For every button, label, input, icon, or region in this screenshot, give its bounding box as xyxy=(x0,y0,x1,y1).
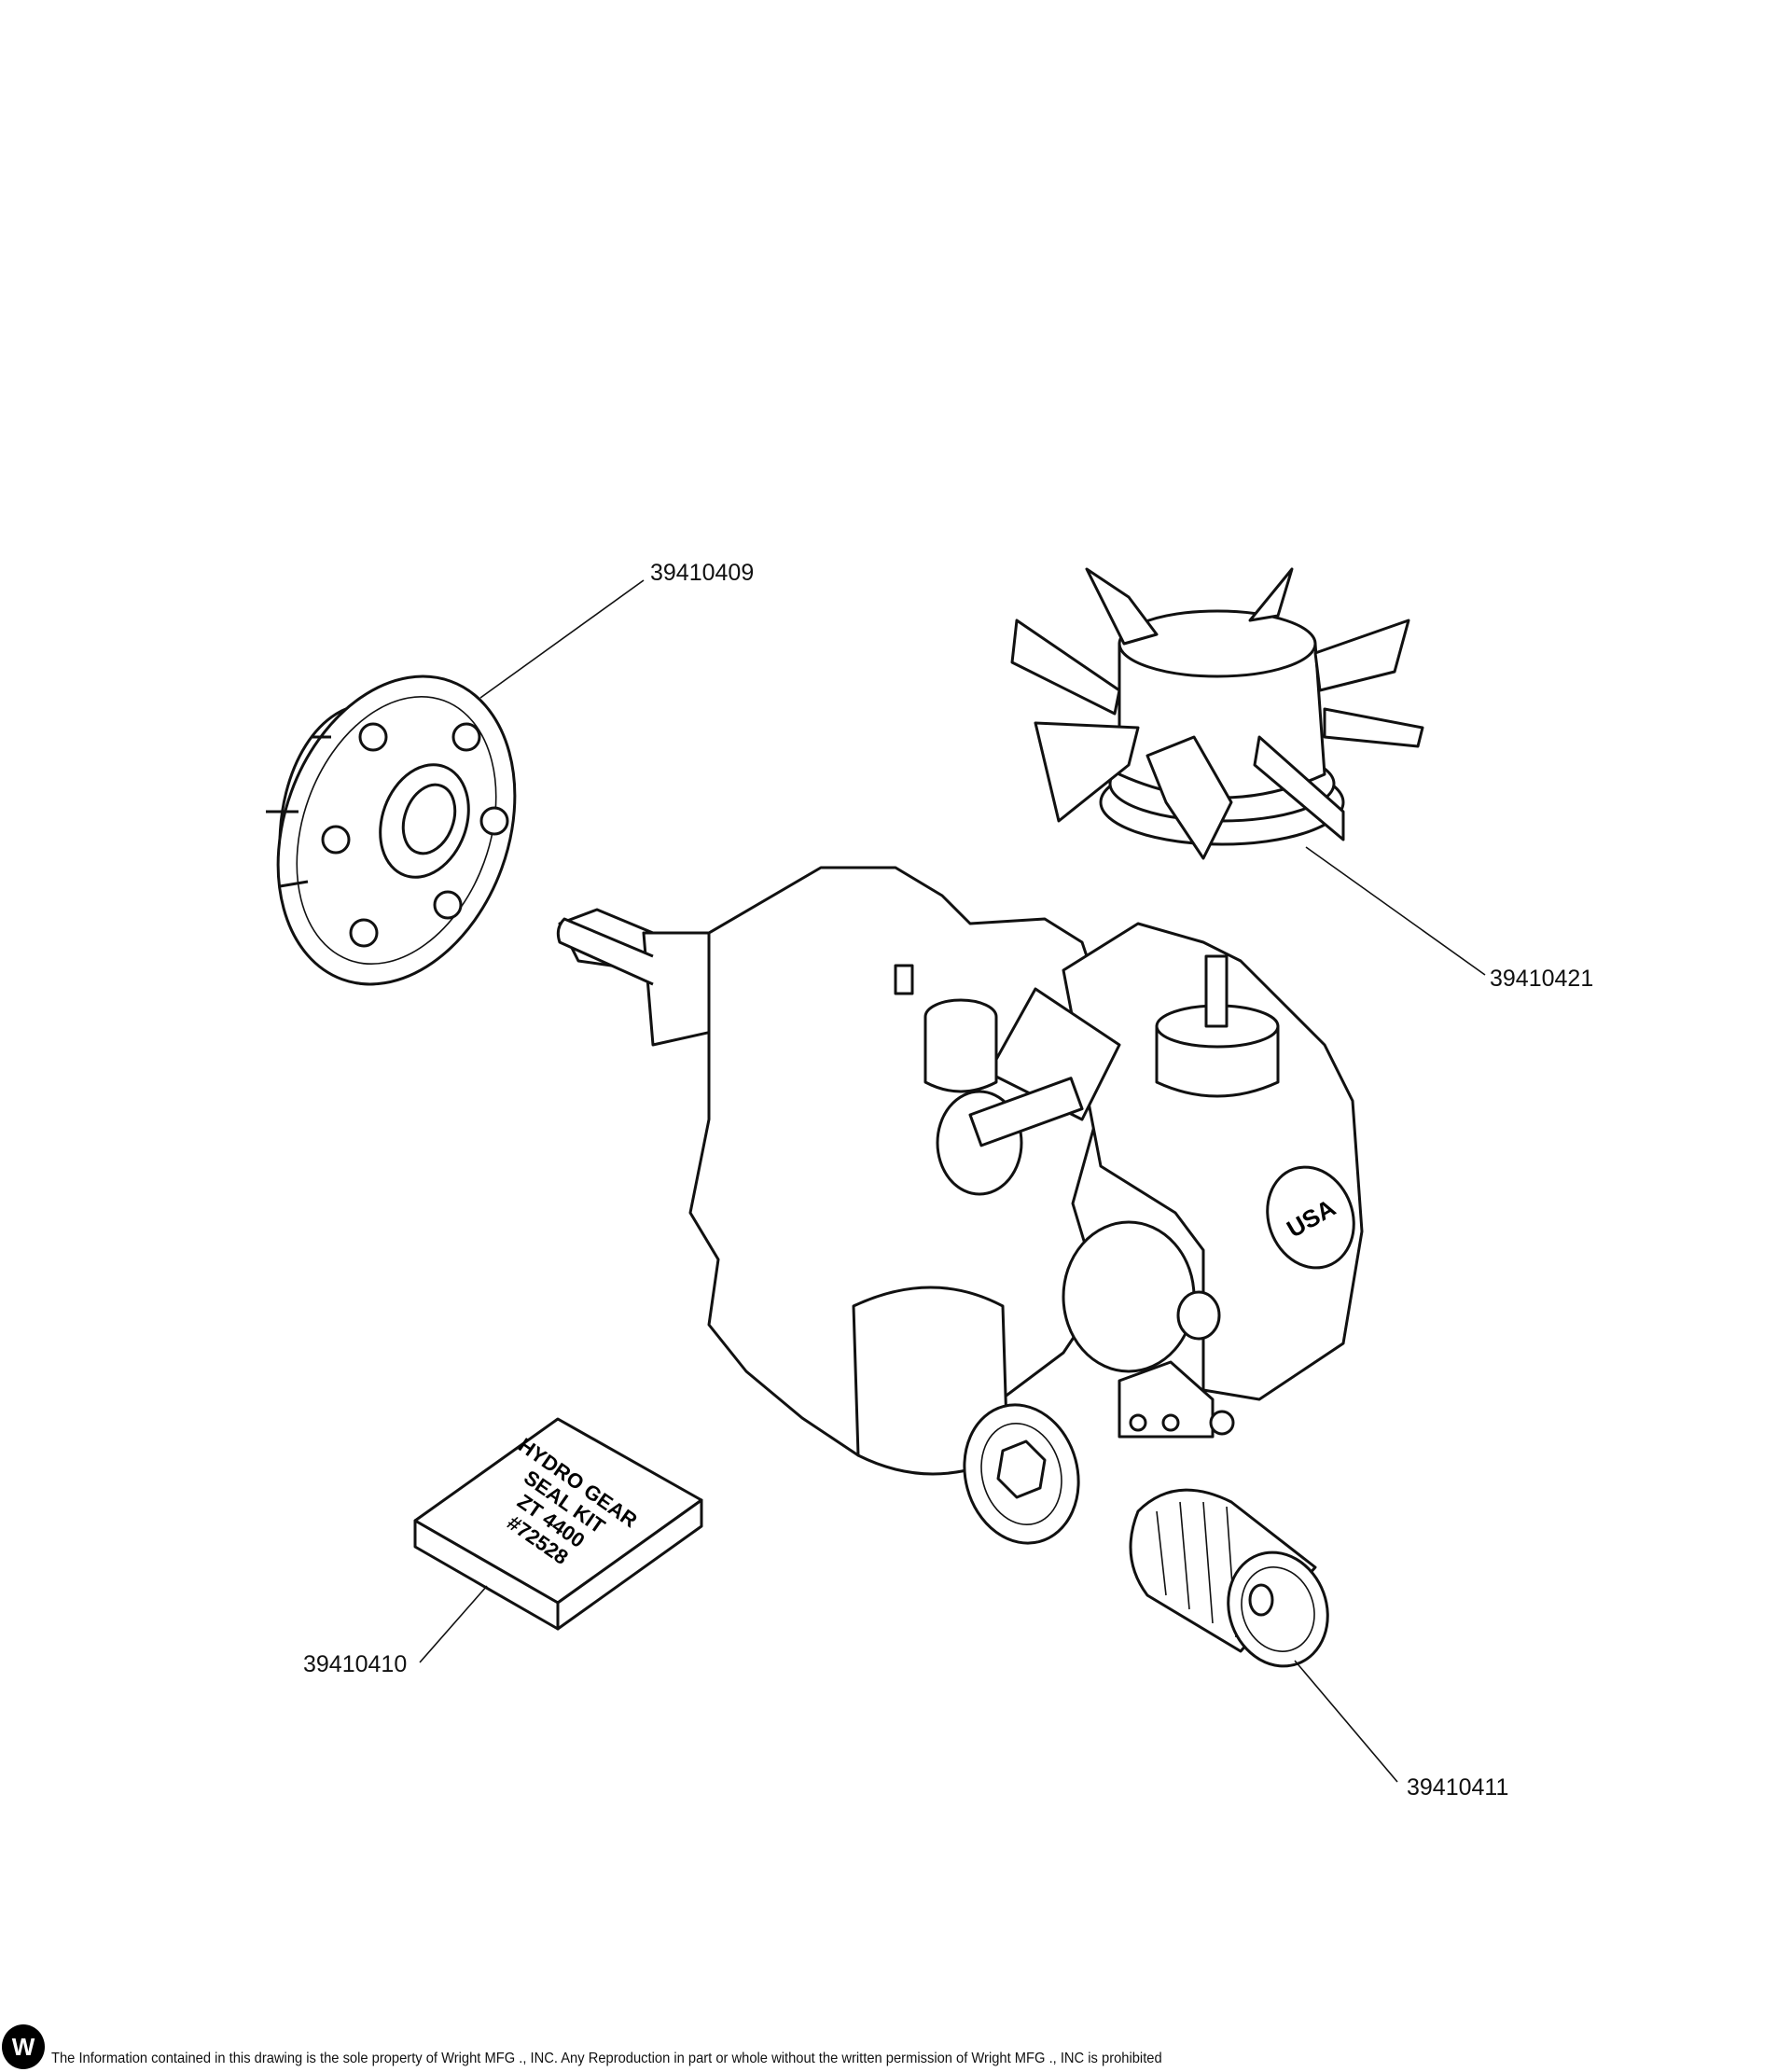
footer-notice: The Information contained in this drawin… xyxy=(51,2051,1162,2066)
leader-line-fan xyxy=(1305,846,1486,976)
callout-fan-part-number: 39410421 xyxy=(1490,966,1594,992)
callout-seal-kit-part-number: 39410410 xyxy=(303,1651,408,1677)
leader-line-filter xyxy=(1294,1660,1398,1783)
leader-line-seal-kit xyxy=(419,1585,488,1663)
cooling-fan-part xyxy=(1010,567,1424,860)
leader-line-hub xyxy=(479,579,645,699)
wheel-hub-part xyxy=(266,674,517,986)
callout-filter-part-number: 39410411 xyxy=(1407,1774,1509,1801)
seal-kit-box-part: HYDRO GEAR SEAL KIT ZT 4400 #72528 xyxy=(413,1417,703,1631)
wright-logo: W xyxy=(2,2024,45,2069)
hydrostatic-transmission: USA xyxy=(556,866,1364,1545)
oil-filter-part xyxy=(1129,1488,1329,1668)
callout-hub-part-number: 39410409 xyxy=(650,560,755,586)
